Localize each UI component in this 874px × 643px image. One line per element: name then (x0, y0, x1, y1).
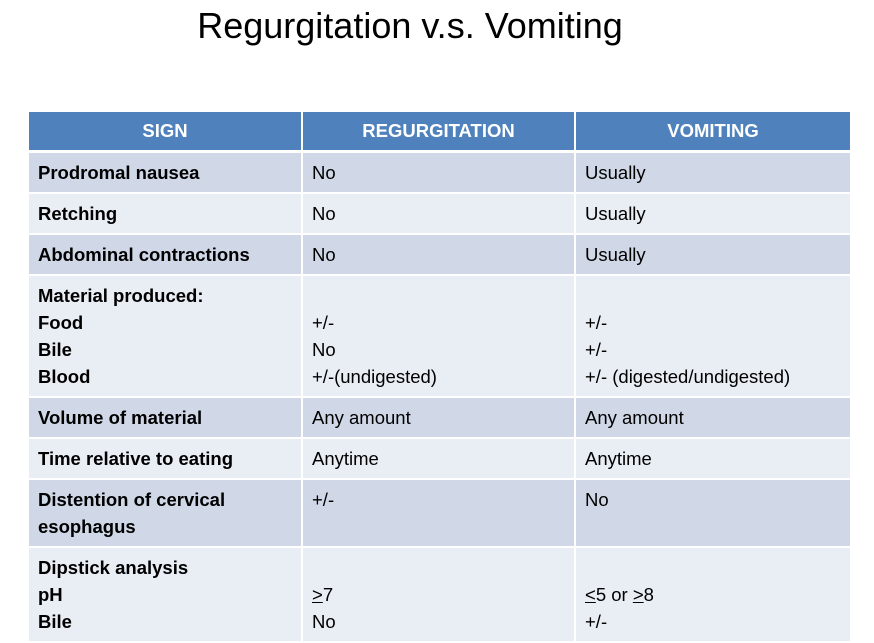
vomiting-cell: Usually (575, 193, 850, 235)
ph-text: 5 or (595, 584, 633, 605)
sign-cell: Abdominal contractions (29, 234, 303, 276)
ph-symbol: > (312, 584, 323, 605)
table-header-row: SIGN REGURGITATION VOMITING (29, 112, 850, 153)
sign-line: Dipstick analysis (38, 557, 189, 578)
vomiting-cell: ​ +/- +/- +/- (digested/undigested) (575, 275, 850, 398)
value-line: No (312, 339, 336, 360)
sign-cell: Dipstick analysis pH Bile (29, 547, 303, 643)
vomiting-cell: Anytime (575, 438, 850, 480)
table-row: Dipstick analysis pH Bile ​ >7 No ​ <5 o… (29, 547, 850, 643)
ph-symbol: < (585, 584, 596, 605)
vomiting-cell: ​ <5 or >8 +/- (575, 547, 850, 643)
table-row: Time relative to eating Anytime Anytime (29, 438, 850, 480)
sign-line: Food (38, 312, 84, 333)
ph-value: >7 (312, 581, 565, 608)
value-line: +/- (585, 312, 608, 333)
ph-symbol: > (632, 584, 644, 605)
vomiting-cell: Usually (575, 151, 850, 194)
regurgitation-cell: Any amount (302, 397, 576, 439)
regurgitation-cell: ​ >7 No (302, 547, 576, 643)
ph-value: <5 or >8 (585, 581, 841, 608)
sign-cell: Material produced: Food Bile Blood (29, 275, 303, 398)
table-row: Material produced: Food Bile Blood ​ +/-… (29, 275, 850, 398)
column-header-regurgitation: REGURGITATION (302, 112, 576, 153)
ph-number: 7 (322, 584, 334, 605)
table-row: Retching No Usually (29, 193, 850, 235)
sign-cell: Distention of cervical esophagus (29, 479, 303, 548)
slide-title: Regurgitation v.s. Vomiting (197, 5, 623, 46)
ph-number: 8 (643, 584, 654, 605)
table-row: Prodromal nausea No Usually (29, 151, 850, 194)
sign-line: Bile (38, 611, 72, 632)
value-line: +/-(undigested) (312, 366, 437, 387)
column-header-vomiting: VOMITING (575, 112, 850, 153)
sign-cell: Volume of material (29, 397, 303, 439)
table-row: Distention of cervical esophagus +/- No (29, 479, 850, 548)
value-line: +/- (312, 312, 335, 333)
sign-cell: Prodromal nausea (29, 151, 303, 194)
vomiting-cell: Any amount (575, 397, 850, 439)
table-row: Volume of material Any amount Any amount (29, 397, 850, 439)
column-header-sign: SIGN (29, 112, 303, 153)
vomiting-cell: No (575, 479, 850, 548)
regurgitation-cell: No (302, 193, 576, 235)
regurgitation-cell: No (302, 234, 576, 276)
value-line: +/- (digested/undigested) (585, 366, 791, 387)
sign-cell: Retching (29, 193, 303, 235)
comparison-table: SIGN REGURGITATION VOMITING Prodromal na… (29, 112, 850, 643)
regurgitation-cell: No (302, 151, 576, 194)
regurgitation-cell: +/- (302, 479, 576, 548)
regurgitation-cell: ​ +/- No +/-(undigested) (302, 275, 576, 398)
sign-line: Bile (38, 339, 72, 360)
sign-cell: Time relative to eating (29, 438, 303, 480)
sign-line: pH (38, 584, 63, 605)
table-row: Abdominal contractions No Usually (29, 234, 850, 276)
regurgitation-cell: Anytime (302, 438, 576, 480)
bile-value: No (312, 611, 336, 632)
bile-value: +/- (585, 611, 608, 632)
value-line: +/- (585, 339, 608, 360)
sign-line: Blood (38, 366, 91, 387)
sign-line: Material produced: (38, 285, 204, 306)
vomiting-cell: Usually (575, 234, 850, 276)
